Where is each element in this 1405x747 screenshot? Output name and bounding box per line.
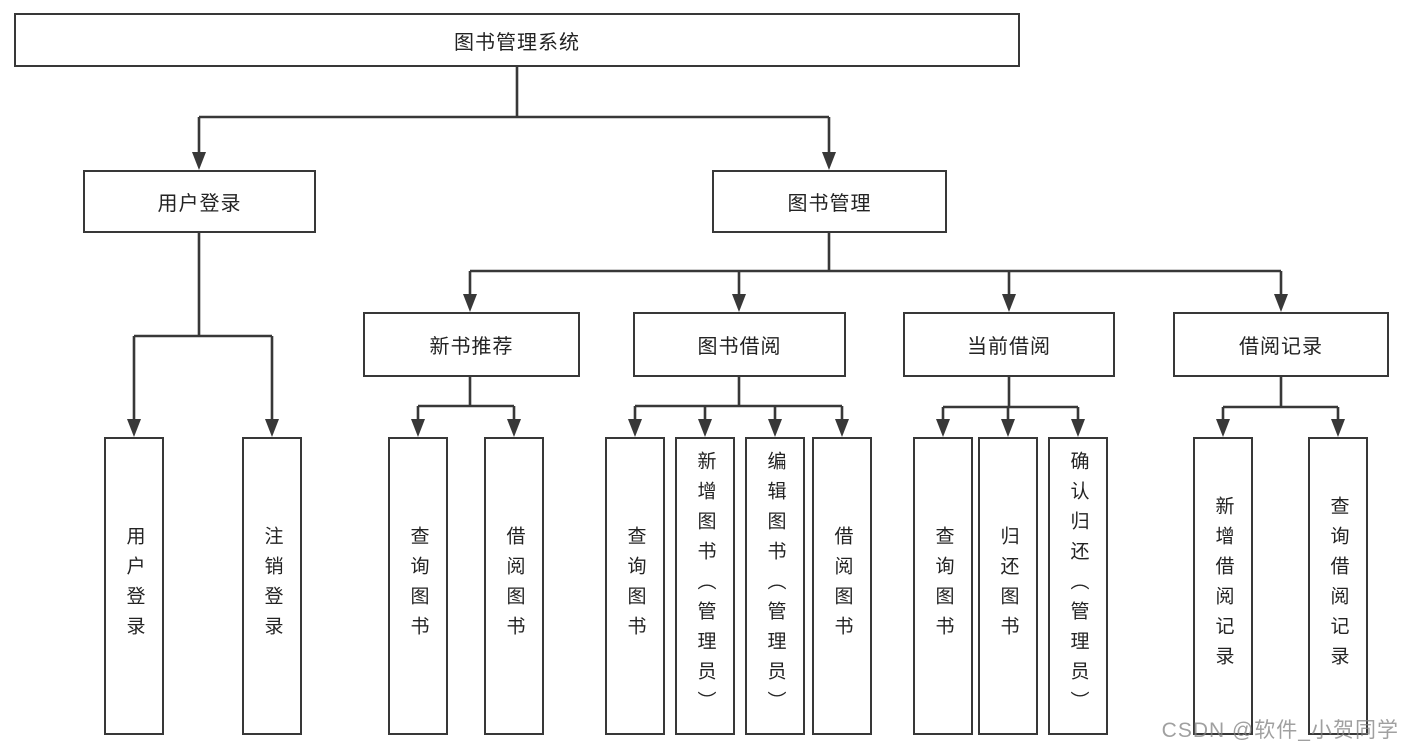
- arrowhead-icon: [936, 419, 950, 437]
- watermark: CSDN @软件_小贺同学: [1161, 719, 1399, 742]
- node-current-borrowing: 当前借阅: [903, 312, 1115, 377]
- leaf-borrow-books-label: 借阅图书: [831, 526, 853, 646]
- leaf-borrow-books-recommend: 借阅图书: [484, 437, 544, 735]
- leaf-confirm-return-admin-label: 确认归还（管理员）: [1067, 451, 1089, 721]
- leaf-logout-label: 注销登录: [261, 526, 283, 646]
- leaf-confirm-return-admin: 确认归还（管理员）: [1048, 437, 1108, 735]
- arrowhead-icon: [732, 294, 746, 312]
- leaf-logout: 注销登录: [242, 437, 302, 735]
- arrowhead-icon: [768, 419, 782, 437]
- leaf-query-borrow-record-label: 查询借阅记录: [1327, 496, 1349, 676]
- arrowhead-icon: [1071, 419, 1085, 437]
- leaf-edit-books-admin-label: 编辑图书（管理员）: [764, 451, 786, 721]
- leaf-edit-books-admin: 编辑图书（管理员）: [745, 437, 805, 735]
- leaf-query-books-borrowing-label: 查询图书: [624, 526, 646, 646]
- node-user-login: 用户登录: [83, 170, 316, 233]
- arrowhead-icon: [1216, 419, 1230, 437]
- leaf-user-login-label: 用户登录: [123, 526, 145, 646]
- leaf-add-borrow-record: 新增借阅记录: [1193, 437, 1253, 735]
- node-root: 图书管理系统: [14, 13, 1020, 67]
- leaf-query-books-borrowing: 查询图书: [605, 437, 665, 735]
- leaf-return-books: 归还图书: [978, 437, 1038, 735]
- arrowhead-icon: [1001, 419, 1015, 437]
- node-user-login-label: 用户登录: [157, 193, 242, 215]
- node-root-label: 图书管理系统: [454, 31, 580, 54]
- leaf-borrow-books: 借阅图书: [812, 437, 872, 735]
- node-borrowing-records: 借阅记录: [1173, 312, 1389, 377]
- arrowhead-icon: [1331, 419, 1345, 437]
- leaf-user-login: 用户登录: [104, 437, 164, 735]
- node-book-management-label: 图书管理: [787, 193, 872, 215]
- leaf-add-borrow-record-label: 新增借阅记录: [1212, 496, 1234, 676]
- arrowhead-icon: [127, 419, 141, 437]
- leaf-query-borrow-record: 查询借阅记录: [1308, 437, 1368, 735]
- node-book-management: 图书管理: [712, 170, 947, 233]
- arrowhead-icon: [265, 419, 279, 437]
- arrowhead-icon: [192, 152, 206, 170]
- leaf-query-books-recommend: 查询图书: [388, 437, 448, 735]
- arrowhead-icon: [463, 294, 477, 312]
- arrowhead-icon: [628, 419, 642, 437]
- leaf-add-books-admin-label: 新增图书（管理员）: [694, 451, 716, 721]
- node-current-borrowing-label: 当前借阅: [967, 336, 1051, 358]
- arrowhead-icon: [698, 419, 712, 437]
- node-borrowing-records-label: 借阅记录: [1239, 336, 1323, 358]
- leaf-query-books-current: 查询图书: [913, 437, 973, 735]
- leaf-return-books-label: 归还图书: [997, 526, 1019, 646]
- leaf-query-books-current-label: 查询图书: [932, 526, 954, 646]
- arrowhead-icon: [822, 152, 836, 170]
- arrowhead-icon: [411, 419, 425, 437]
- leaf-add-books-admin: 新增图书（管理员）: [675, 437, 735, 735]
- arrowhead-icon: [1002, 294, 1016, 312]
- node-book-borrowing: 图书借阅: [633, 312, 846, 377]
- node-book-borrowing-label: 图书借阅: [697, 336, 782, 358]
- node-new-book-recommend: 新书推荐: [363, 312, 580, 377]
- connector-paths: [132, 67, 1340, 421]
- arrowhead-icon: [1274, 294, 1288, 312]
- arrowhead-icon: [507, 419, 521, 437]
- leaf-query-books-recommend-label: 查询图书: [407, 526, 429, 646]
- node-new-book-recommend-label: 新书推荐: [429, 336, 514, 358]
- arrowheads: [127, 152, 1345, 437]
- leaf-borrow-books-recommend-label: 借阅图书: [503, 526, 525, 646]
- arrowhead-icon: [835, 419, 849, 437]
